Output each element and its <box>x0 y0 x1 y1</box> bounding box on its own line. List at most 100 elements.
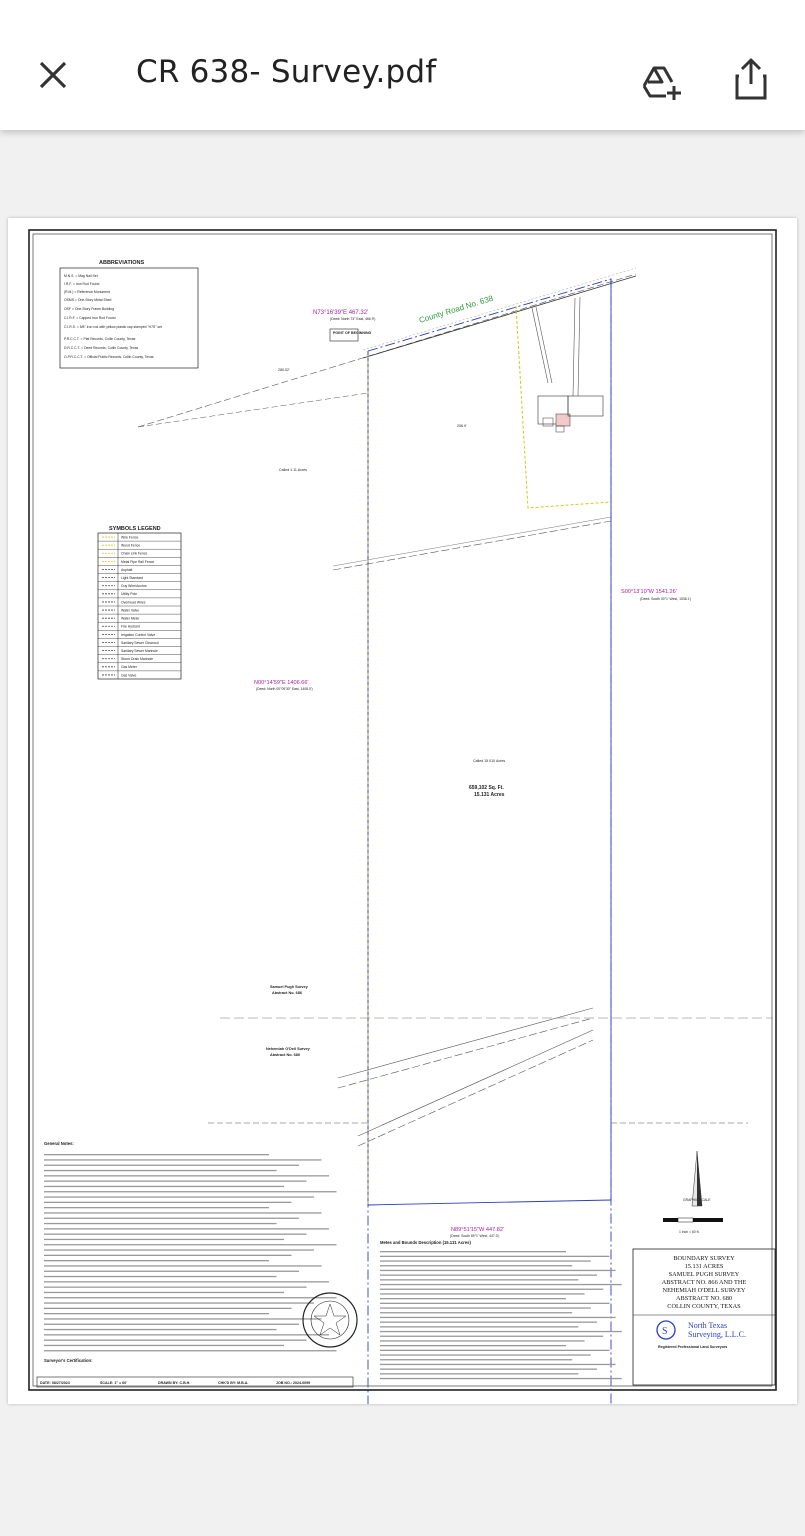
fine-print-line <box>44 1307 292 1309</box>
fine-print-line <box>44 1228 329 1230</box>
general-notes-title: General Notes: <box>44 1141 74 1146</box>
north-bearing: N73°16'39"E 467.32' <box>313 310 368 316</box>
company-logo-icon <box>656 1320 676 1340</box>
close-button[interactable] <box>28 50 78 100</box>
fine-print-line <box>380 1349 610 1351</box>
app-top-bar: CR 638- Survey.pdf <box>0 0 805 130</box>
fine-print-line <box>44 1207 269 1209</box>
add-to-drive-button[interactable] <box>634 52 686 104</box>
metes-title: Metes and Bounds Description (15.131 Acr… <box>380 1240 471 1245</box>
fine-print-line <box>380 1269 616 1272</box>
company-name: North Texas <box>688 1321 727 1330</box>
title-line: ABSTRACT NO. 680 <box>676 1295 732 1302</box>
add-to-drive-icon <box>642 66 681 100</box>
fine-print-line <box>44 1265 322 1267</box>
fine-print-line <box>380 1330 622 1333</box>
fine-print-line <box>380 1307 591 1309</box>
fine-print-line <box>44 1275 277 1278</box>
fine-print-line <box>380 1363 616 1366</box>
close-icon <box>39 61 67 89</box>
company-sub: Registered Professional Land Surveyors <box>658 1345 727 1349</box>
buildings <box>537 395 604 433</box>
fine-print-line <box>380 1279 579 1281</box>
footer-strip: DATE: 08/27/2024 SCALE: 1" = 60' DRAWN B… <box>36 1376 354 1388</box>
fine-print-line <box>380 1251 566 1253</box>
fine-print-line <box>380 1321 597 1323</box>
called-15010-label: Called 15.010 Acres <box>473 759 505 763</box>
road-label: County Road No. 638 <box>418 294 495 325</box>
fine-print-line <box>44 1344 284 1347</box>
fine-print-line <box>44 1254 292 1256</box>
fine-print-line <box>44 1350 337 1352</box>
fine-print-line <box>44 1233 307 1235</box>
fine-print-line <box>380 1288 604 1290</box>
east-deed: (Deed: South 00°1' West, 1536.1') <box>640 597 691 601</box>
symbol-label: Water Meter <box>121 617 140 621</box>
symbol-label: Water Valve <box>121 608 139 612</box>
abbreviations-title: ABBREVIATIONS <box>99 260 144 266</box>
fine-print-line <box>380 1255 610 1257</box>
symbol-label: Gas Meter <box>121 665 138 669</box>
footer-job: JOB NO.: 2024-0099 <box>276 1381 310 1385</box>
symbol-label: Wood Fence <box>121 544 140 548</box>
fine-print-line <box>380 1354 591 1356</box>
abbr-item: P.R.C.C.T. = Plat Records, Collin County… <box>64 337 136 341</box>
fine-print-line <box>44 1318 322 1320</box>
pugh-abstract-label: Abstract No. 686 <box>272 991 302 995</box>
document-title: CR 638- Survey.pdf <box>136 54 437 90</box>
scale-text: 1 inch = 60 ft. <box>679 1230 700 1234</box>
footer-scale: SCALE: 1" = 60' <box>100 1381 127 1385</box>
title-block: BOUNDARY SURVEY 15.131 ACRES SAMUEL PUGH… <box>632 1248 776 1386</box>
abbr-item: OSF = One-Story Frame Building <box>64 307 114 311</box>
fine-print-line <box>380 1373 579 1375</box>
fine-print-line <box>380 1326 579 1328</box>
fine-print-line <box>44 1249 314 1251</box>
title-line: BOUNDARY SURVEY <box>673 1255 735 1262</box>
fine-print-line <box>44 1281 329 1283</box>
share-button[interactable] <box>725 52 777 104</box>
fine-print-line <box>44 1180 307 1182</box>
symbol-label: Light Standard <box>121 576 143 580</box>
abbr-item: C.I.R.S. = 5/8" Iron rod with yellow pla… <box>64 325 162 329</box>
west-bearing: N00°14'59"E 1406.66' <box>254 680 309 686</box>
fine-print-line <box>44 1313 269 1315</box>
fine-print-line <box>380 1260 591 1262</box>
fine-print-line <box>380 1265 573 1267</box>
footer-date: DATE: 08/27/2024 <box>40 1381 70 1385</box>
odell-survey-label: Nehemiah O'Dell Survey <box>266 1047 311 1051</box>
fine-print-line <box>44 1260 269 1262</box>
symbol-label: Asphalt <box>121 568 132 572</box>
title-line: 15.131 ACRES <box>685 1263 724 1270</box>
fine-print-line <box>44 1159 322 1161</box>
symbol-label: Sanitary Sewer Manhole <box>121 649 158 653</box>
share-icon <box>735 58 767 100</box>
symbol-label: Fire Hydrant <box>121 625 140 629</box>
fine-print-line <box>380 1312 573 1314</box>
symbol-label: Gas Valve <box>121 673 137 677</box>
fine-print-line <box>380 1293 585 1295</box>
pdf-page[interactable]: ABBREVIATIONS M.N.S. = Mag Nail Set I.R.… <box>8 218 797 1404</box>
fine-print-line <box>44 1270 299 1272</box>
dim-280: 280.52' <box>278 368 290 372</box>
abbr-item: M.N.S. = Mag Nail Set <box>64 274 98 278</box>
fine-print-line <box>44 1185 284 1188</box>
south-deed: (Deed: South 89°1' West, 447.3') <box>450 1234 499 1238</box>
symbol-label: Guy Wire/Anchor <box>121 584 148 588</box>
survey-drawing: ABBREVIATIONS M.N.S. = Mag Nail Set I.R.… <box>28 229 777 1404</box>
certification-title: Surveyor's Certification: <box>44 1358 92 1363</box>
north-deed: (Deed: North 73° East, 466.9') <box>330 317 375 321</box>
called-111-label: Called 1.11 Acres <box>279 468 307 472</box>
fine-print-line <box>44 1212 322 1214</box>
fine-print-line <box>380 1345 566 1347</box>
fine-print-line <box>380 1302 610 1304</box>
fine-print-line <box>380 1359 573 1361</box>
fine-print-line <box>44 1286 307 1288</box>
metes-and-bounds: Metes and Bounds Description (15.131 Acr… <box>380 1240 622 1380</box>
point-of-beginning: POINT OF BEGINNING <box>333 331 372 335</box>
symbols-title: SYMBOLS LEGEND <box>109 526 161 532</box>
title-line: ABSTRACT NO. 866 AND THE <box>662 1279 747 1286</box>
symbol-label: Utility Pole <box>121 592 137 596</box>
east-bearing: S00°13'10"W 1541.26' <box>621 589 677 595</box>
abbr-item: D.R.C.C.T. = Deed Records, Collin County… <box>64 346 139 350</box>
fine-print-line <box>44 1291 284 1294</box>
